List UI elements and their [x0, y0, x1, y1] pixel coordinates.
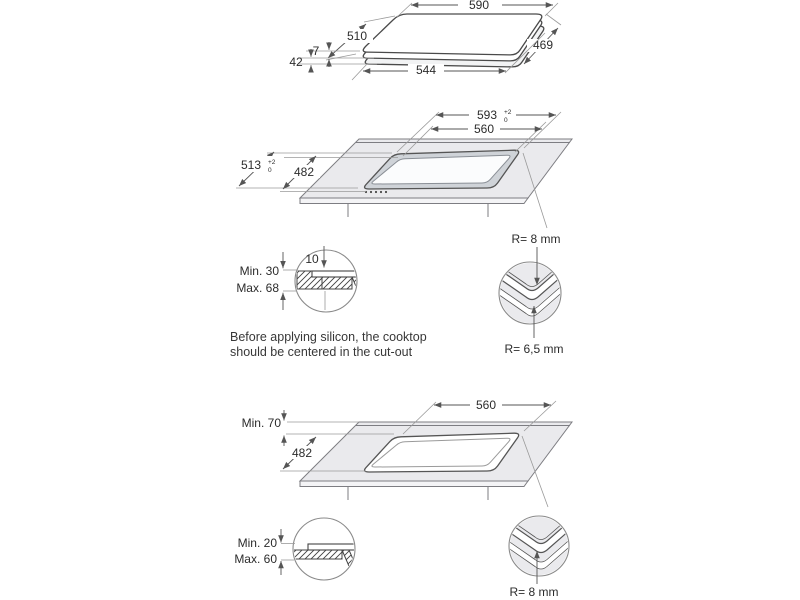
- label-min-thickness: Min. 30: [240, 264, 280, 278]
- dim-top-width: 590: [469, 0, 489, 12]
- overlay-cutout-view: 560 Min. 70 482: [242, 398, 573, 508]
- label-min-rear-distance: Min. 70: [242, 416, 282, 430]
- dim-rebate-depth: 513: [241, 158, 261, 172]
- dim-cutout-depth-overlay: 482: [292, 446, 312, 460]
- label-radius-overlay: R= 8 mm: [509, 585, 558, 599]
- dim-bottom-width: 544: [416, 63, 436, 77]
- label-max-thickness-overlay: Max. 60: [234, 552, 277, 566]
- dim-rebate-width: 593: [477, 108, 497, 122]
- note-line-2: should be centered in the cut-out: [230, 345, 413, 359]
- flush-section-detail: 10 Min. 30 Max. 68: [236, 246, 358, 313]
- dim-depth-left: 510: [347, 29, 367, 43]
- dim-glass-thickness: 7: [313, 44, 320, 58]
- dim-rebate-depth-tol-upper: +2: [268, 159, 276, 166]
- note-line-1: Before applying silicon, the cooktop: [230, 330, 427, 344]
- label-max-thickness: Max. 68: [236, 281, 279, 295]
- cutout-hole-inner-edge: [371, 437, 511, 468]
- dim-cutout-depth: 482: [294, 165, 314, 179]
- dim-rebate-width-tol-lower: 0: [504, 117, 508, 124]
- cutout-hole: [363, 432, 520, 473]
- flush-cutout-view: 593 +2 0 560 513 +2 0 482: [236, 107, 573, 229]
- silicon-note: Before applying silicon, the cooktop sho…: [230, 330, 427, 359]
- control-dots: [364, 190, 388, 194]
- dim-rebate-lip: 10: [305, 252, 319, 266]
- dim-depth-right: 469: [533, 38, 553, 52]
- dim-rebate-width-tol-upper: +2: [504, 109, 512, 116]
- overlay-section-detail: Min. 20 Max. 60: [234, 517, 356, 581]
- overlay-radius-detail: R= 8 mm: [508, 515, 570, 599]
- dim-rebate-depth-tol-lower: 0: [268, 167, 272, 174]
- cooktop-glass: [371, 154, 511, 185]
- label-outer-radius: R= 8 mm: [511, 232, 560, 246]
- flush-radius-detail: R= 8 mm R= 6,5 mm: [498, 232, 564, 356]
- cooktop-top-view: 590 510 469 7 42 544: [289, 0, 562, 81]
- dim-base-height: 42: [289, 55, 303, 69]
- dim-cutout-width: 560: [474, 122, 494, 136]
- dim-cutout-width-overlay: 560: [476, 398, 496, 412]
- label-inner-radius: R= 6,5 mm: [504, 342, 563, 356]
- label-min-thickness-overlay: Min. 20: [238, 536, 278, 550]
